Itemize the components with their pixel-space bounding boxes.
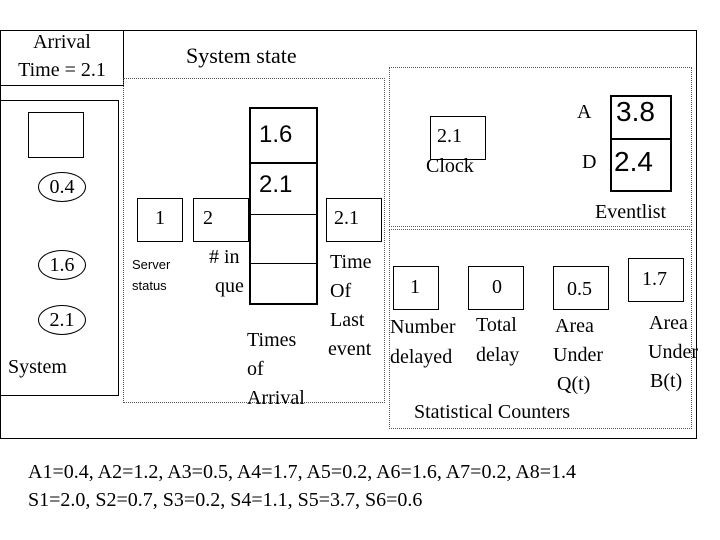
total-delay-label-line2: delay <box>476 344 520 366</box>
area-under-q-value: 0.5 <box>567 278 592 300</box>
arrival-times-stack <box>249 107 318 305</box>
queue-count-value: 2 <box>203 207 213 229</box>
queue-count-box <box>193 198 249 242</box>
eventlist-label: Eventlist <box>595 201 667 223</box>
arrival-time-label-line1: Arrival <box>33 31 91 53</box>
last-event-value: 2.1 <box>334 207 359 229</box>
arrival-times-divider-1 <box>249 162 318 164</box>
queue-count-label-line1: # in <box>209 246 240 268</box>
service-times: S1=2.0, S2=0.7, S3=0.2, S4=1.1, S5=3.7, … <box>28 489 423 511</box>
arrival-time-value-2: 2.1 <box>259 171 293 198</box>
last-event-label-line4: event <box>328 338 372 360</box>
system-customer-3: 2.1 <box>38 305 86 335</box>
area-under-b-label-line2: Under <box>648 341 698 363</box>
clock-eventlist-region <box>389 67 692 227</box>
system-state-title: System state <box>186 43 297 68</box>
arrival-times-label-line2: of <box>247 358 264 380</box>
interarrival-times: A1=0.4, A2=1.2, A3=0.5, A4=1.7, A5=0.2, … <box>28 461 577 483</box>
area-under-q-box <box>553 266 609 310</box>
statistical-counters-region <box>389 229 692 429</box>
area-under-q-label-line2: Under <box>553 344 603 366</box>
last-event-label-line3: Last <box>330 309 365 331</box>
eventlist-time-1: 3.8 <box>616 96 655 127</box>
area-under-q-label-line1: Area <box>555 315 594 337</box>
server-status-value: 1 <box>155 207 165 229</box>
area-under-b-label-line3: B(t) <box>650 370 683 392</box>
total-delay-label-line1: Total <box>476 314 517 336</box>
clock-value: 2.1 <box>437 125 462 147</box>
arrival-time-label-line2: Time = 2.1 <box>18 59 106 81</box>
arrival-times-divider-2 <box>249 214 318 215</box>
system-state-region <box>123 78 385 403</box>
number-delayed-value: 1 <box>410 276 420 298</box>
total-delay-value: 0 <box>492 276 502 298</box>
queue-count-label-line2: que <box>215 275 244 297</box>
eventlist-box <box>610 95 672 192</box>
last-event-label-line2: Of <box>330 280 352 302</box>
area-under-b-value: 1.7 <box>642 268 667 290</box>
server-slot <box>28 112 84 158</box>
eventlist-event-1: A <box>577 101 592 123</box>
system-box <box>0 100 119 396</box>
system-customer-1: 0.4 <box>38 172 86 202</box>
arrival-times-divider-3 <box>249 263 318 264</box>
eventlist-divider <box>610 138 672 140</box>
area-under-b-label-line1: Area <box>649 312 688 334</box>
statistical-counters-title: Statistical Counters <box>414 401 571 423</box>
system-customer-2: 1.6 <box>38 250 86 280</box>
server-status-label-line2: status <box>132 278 167 293</box>
number-delayed-box <box>393 266 439 310</box>
clock-box <box>430 116 486 160</box>
server-status-box <box>137 198 183 242</box>
server-status-label-line1: Server <box>132 257 171 272</box>
area-under-q-label-line3: Q(t) <box>557 373 591 395</box>
area-under-b-box <box>628 258 684 302</box>
total-delay-box <box>468 266 524 310</box>
arrival-times-label-line1: Times <box>247 329 297 351</box>
arrival-time-value-1: 1.6 <box>259 121 293 148</box>
clock-label: Clock <box>426 155 474 177</box>
arrival-times-label-line3: Arrival <box>247 387 305 409</box>
last-event-box <box>326 198 382 242</box>
number-delayed-label-line1: Number <box>390 316 456 338</box>
eventlist-event-2: D <box>582 151 597 173</box>
last-event-label-line1: Time <box>330 251 372 273</box>
eventlist-time-2: 2.4 <box>614 146 653 177</box>
number-delayed-label-line2: delayed <box>390 346 453 368</box>
system-label: System <box>8 356 67 378</box>
